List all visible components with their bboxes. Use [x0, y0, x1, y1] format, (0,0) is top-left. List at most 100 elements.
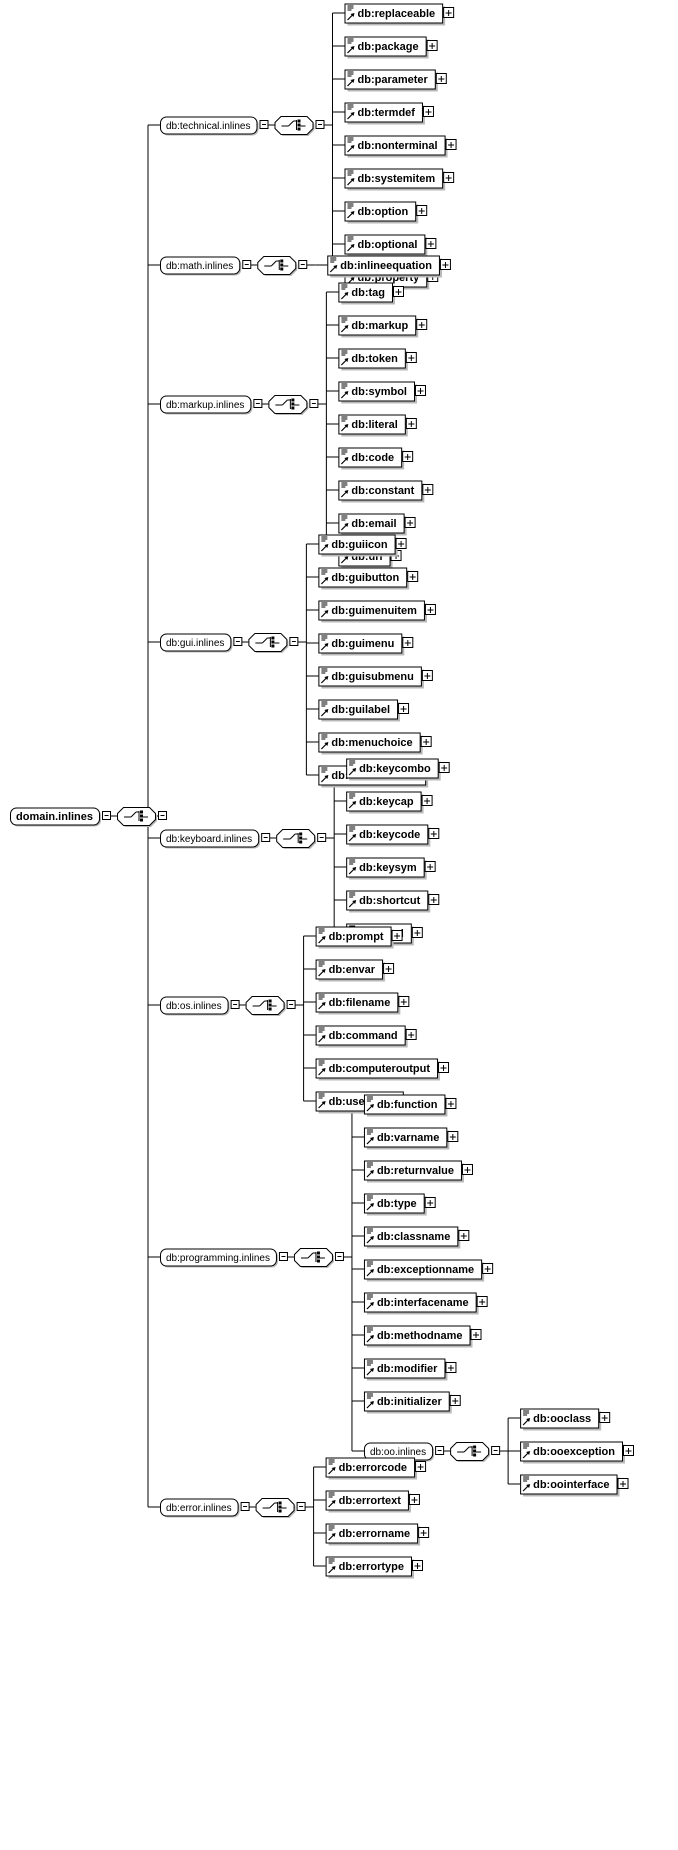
- expand-icon[interactable]: [407, 571, 419, 582]
- element-node[interactable]: db:tag: [338, 282, 404, 305]
- expand-icon[interactable]: [482, 1263, 494, 1274]
- collapse-icon[interactable]: [286, 1000, 296, 1009]
- expand-icon[interactable]: [443, 7, 455, 18]
- expand-icon[interactable]: [445, 1098, 457, 1109]
- sequence-compositor[interactable]: [450, 1442, 501, 1463]
- group-node[interactable]: db:os.inlines: [160, 996, 240, 1016]
- collapse-icon[interactable]: [309, 399, 319, 408]
- element-node[interactable]: db:initializer: [363, 1391, 461, 1414]
- sequence-compositor[interactable]: [245, 996, 296, 1017]
- expand-icon[interactable]: [424, 604, 436, 615]
- element-node[interactable]: db:returnvalue: [363, 1160, 473, 1183]
- sequence-compositor[interactable]: [268, 395, 319, 416]
- expand-icon[interactable]: [408, 1494, 420, 1505]
- expand-icon[interactable]: [402, 637, 414, 648]
- element-node[interactable]: db:filename: [315, 992, 410, 1015]
- expand-icon[interactable]: [422, 484, 434, 495]
- expand-icon[interactable]: [395, 538, 407, 549]
- element-node[interactable]: db:envar: [315, 959, 395, 982]
- element-node[interactable]: db:keycode: [346, 824, 440, 847]
- element-node[interactable]: db:methodname: [363, 1325, 482, 1348]
- expand-icon[interactable]: [420, 736, 432, 747]
- collapse-icon[interactable]: [315, 120, 325, 129]
- collapse-icon[interactable]: [233, 637, 243, 646]
- expand-icon[interactable]: [404, 517, 416, 528]
- group-node[interactable]: db:math.inlines: [160, 256, 252, 276]
- expand-icon[interactable]: [415, 1461, 427, 1472]
- expand-icon[interactable]: [426, 40, 438, 51]
- element-node[interactable]: db:errorcode: [325, 1457, 427, 1480]
- element-node[interactable]: db:function: [363, 1094, 457, 1117]
- element-node[interactable]: db:oointerface: [520, 1474, 629, 1497]
- collapse-icon[interactable]: [334, 1252, 344, 1261]
- element-node[interactable]: db:symbol: [338, 381, 426, 404]
- element-node[interactable]: db:prompt: [315, 926, 403, 949]
- expand-icon[interactable]: [458, 1230, 470, 1241]
- expand-icon[interactable]: [438, 762, 450, 773]
- element-node[interactable]: db:shortcut: [346, 890, 440, 913]
- element-node[interactable]: db:nonterminal: [344, 135, 457, 158]
- element-node[interactable]: db:guimenuitem: [318, 600, 436, 623]
- expand-icon[interactable]: [421, 795, 433, 806]
- collapse-icon[interactable]: [230, 1000, 240, 1009]
- group-node[interactable]: db:keyboard.inlines: [160, 829, 271, 849]
- collapse-icon[interactable]: [298, 260, 308, 269]
- element-node[interactable]: db:modifier: [363, 1358, 457, 1381]
- element-node[interactable]: db:exceptionname: [363, 1259, 494, 1282]
- expand-icon[interactable]: [439, 259, 451, 270]
- element-node[interactable]: db:varname: [363, 1127, 459, 1150]
- expand-icon[interactable]: [424, 1197, 436, 1208]
- expand-icon[interactable]: [398, 703, 410, 714]
- element-node[interactable]: db:guilabel: [318, 699, 410, 722]
- expand-icon[interactable]: [411, 927, 423, 938]
- expand-icon[interactable]: [428, 894, 440, 905]
- sequence-compositor[interactable]: [117, 807, 168, 828]
- element-node[interactable]: db:termdef: [344, 102, 434, 125]
- element-node[interactable]: db:ooexception: [520, 1441, 634, 1464]
- expand-icon[interactable]: [412, 1560, 423, 1571]
- element-node[interactable]: db:keycap: [346, 791, 433, 814]
- element-node[interactable]: db:code: [338, 447, 414, 470]
- element-node[interactable]: db:classname: [363, 1226, 470, 1249]
- sequence-compositor[interactable]: [257, 256, 308, 277]
- sequence-compositor[interactable]: [293, 1248, 344, 1269]
- collapse-icon[interactable]: [261, 833, 271, 842]
- element-node[interactable]: db:markup: [338, 315, 428, 338]
- collapse-icon[interactable]: [259, 120, 269, 129]
- collapse-icon[interactable]: [102, 811, 112, 820]
- expand-icon[interactable]: [405, 418, 417, 429]
- element-node[interactable]: db:errorname: [325, 1523, 430, 1546]
- expand-icon[interactable]: [425, 238, 437, 249]
- expand-icon[interactable]: [599, 1412, 611, 1423]
- expand-icon[interactable]: [383, 963, 395, 974]
- expand-icon[interactable]: [405, 1029, 417, 1040]
- collapse-icon[interactable]: [289, 637, 299, 646]
- expand-icon[interactable]: [428, 828, 440, 839]
- group-node[interactable]: db:oo.inlines: [363, 1442, 445, 1462]
- collapse-icon[interactable]: [317, 833, 327, 842]
- root-group-node[interactable]: domain.inlines: [10, 807, 112, 827]
- group-node[interactable]: db:technical.inlines: [160, 116, 269, 136]
- element-node[interactable]: db:guibutton: [318, 567, 419, 590]
- expand-icon[interactable]: [449, 1395, 461, 1406]
- element-node[interactable]: db:menuchoice: [318, 732, 432, 755]
- element-node[interactable]: db:interfacename: [363, 1292, 488, 1315]
- collapse-icon[interactable]: [158, 811, 168, 820]
- expand-icon[interactable]: [435, 73, 447, 84]
- element-node[interactable]: db:token: [338, 348, 417, 371]
- element-node[interactable]: db:option: [344, 201, 428, 224]
- collapse-icon[interactable]: [491, 1446, 501, 1455]
- sequence-compositor[interactable]: [255, 1498, 306, 1519]
- expand-icon[interactable]: [461, 1164, 473, 1175]
- expand-icon[interactable]: [415, 385, 426, 396]
- expand-icon[interactable]: [421, 670, 433, 681]
- expand-icon[interactable]: [416, 205, 428, 216]
- expand-icon[interactable]: [617, 1478, 629, 1489]
- expand-icon[interactable]: [438, 1062, 450, 1073]
- element-node[interactable]: db:errortype: [325, 1556, 423, 1579]
- element-node[interactable]: db:systemitem: [344, 168, 455, 191]
- expand-icon[interactable]: [623, 1445, 634, 1456]
- element-node[interactable]: db:literal: [338, 414, 417, 437]
- group-node[interactable]: db:markup.inlines: [160, 395, 263, 415]
- element-node[interactable]: db:inlineequation: [327, 255, 451, 278]
